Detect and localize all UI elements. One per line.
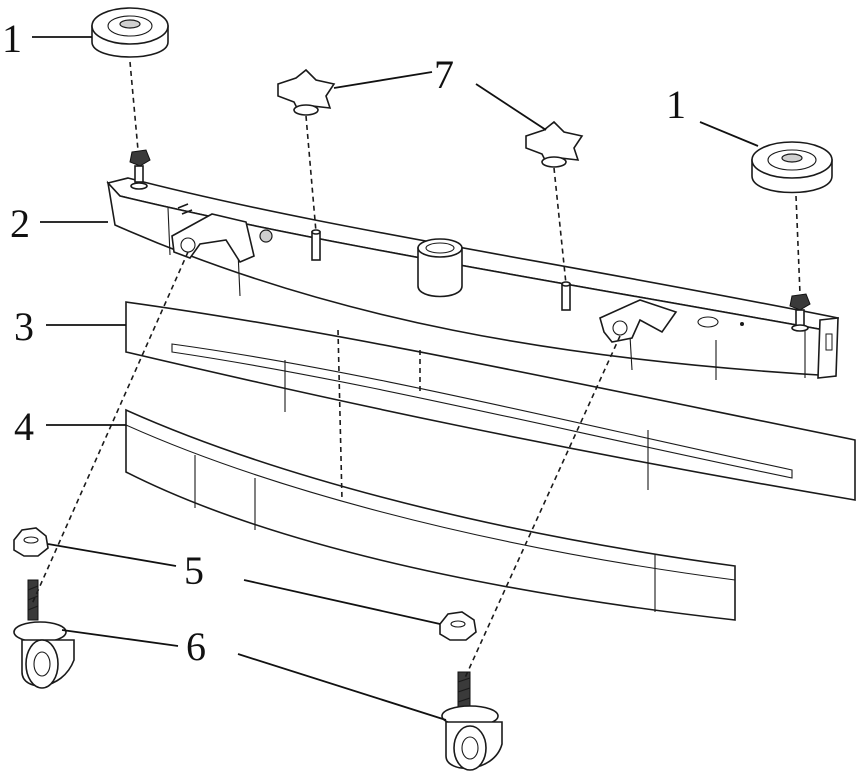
callout-7: 7	[434, 52, 454, 97]
leader-lines	[32, 36, 759, 721]
part-1-roller-left	[91, 7, 169, 58]
part-2-main-beam	[106, 149, 839, 380]
bolt-right	[789, 293, 811, 332]
part-1-roller-right	[751, 141, 833, 194]
callout-4: 4	[14, 404, 34, 449]
callout-labels: 1 7 1 2 3 4 5 6	[2, 16, 686, 669]
callout-2: 2	[10, 201, 30, 246]
part-7-star-knob-right	[525, 120, 584, 168]
assembly-dashed-lines	[31, 61, 801, 681]
part-6-caster-right	[441, 671, 503, 771]
part-5-knob-right	[439, 611, 477, 641]
callout-1-left: 1	[2, 16, 22, 61]
bolt-left	[129, 149, 151, 190]
callout-1-right: 1	[666, 82, 686, 127]
part-7-star-knob-left	[277, 68, 336, 116]
callout-3: 3	[14, 304, 34, 349]
callout-6: 6	[186, 624, 206, 669]
part-6-caster-left	[13, 579, 75, 689]
part-3-slotted-plate	[125, 301, 856, 501]
part-5-knob-left	[13, 527, 49, 557]
callout-5: 5	[184, 548, 204, 593]
part-4-lower-plate	[125, 408, 736, 621]
